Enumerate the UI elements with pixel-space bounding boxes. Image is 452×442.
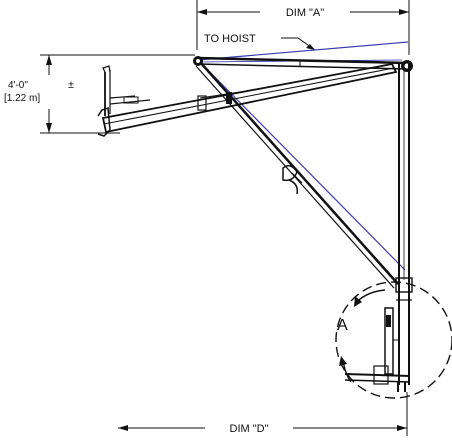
height-metric-label: [1.22 m] bbox=[4, 93, 40, 104]
height-imperial-label: 4'-0" bbox=[8, 80, 28, 91]
to-hoist-callout: TO HOIST bbox=[204, 33, 316, 51]
height-dimension: 4'-0" ± [1.22 m] bbox=[2, 54, 195, 134]
dim-a-label: DIM "A" bbox=[286, 7, 324, 19]
to-hoist-label: TO HOIST bbox=[204, 33, 256, 45]
extended-boom bbox=[97, 62, 398, 137]
detail-a-circle: A bbox=[335, 281, 452, 399]
dim-a-dimension: DIM "A" bbox=[196, 0, 410, 55]
height-tolerance-symbol: ± bbox=[68, 79, 74, 91]
vertical-mast bbox=[344, 64, 413, 392]
dim-d-dimension: DIM "D" bbox=[118, 392, 408, 436]
detail-letter-a: A bbox=[337, 317, 348, 334]
dim-d-label: DIM "D" bbox=[230, 423, 269, 435]
